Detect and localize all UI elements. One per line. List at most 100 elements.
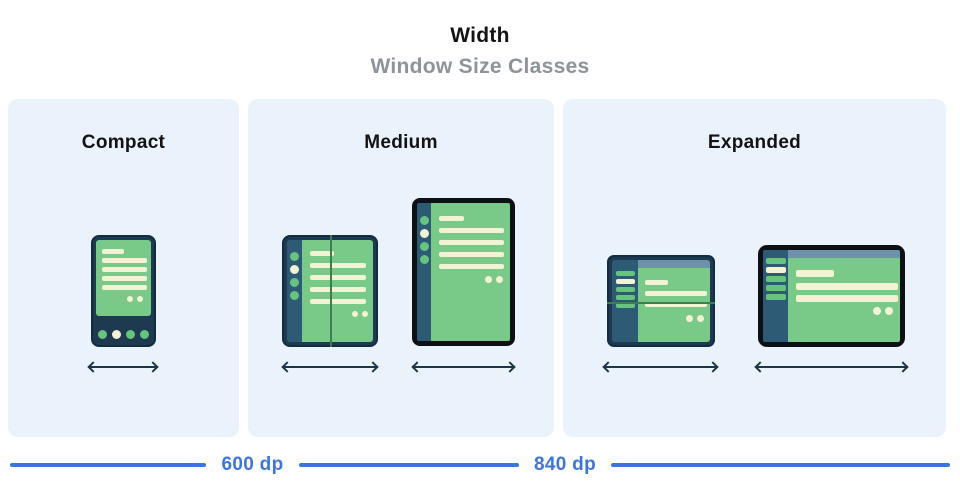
rail-dot [290, 291, 299, 300]
page-title: Width [450, 24, 510, 47]
content-line [102, 249, 124, 254]
page-subtitle: Window Size Classes [370, 55, 590, 78]
panel-compact-title: Compact [81, 132, 166, 153]
phone-device [91, 235, 156, 347]
ruler-line [10, 463, 206, 467]
content-line [439, 240, 504, 245]
panel-medium: Medium [248, 99, 554, 437]
rail-item [765, 285, 786, 291]
dot [137, 296, 143, 302]
dot [127, 296, 133, 302]
arrow-shaft [414, 366, 513, 368]
nav-rail [287, 240, 302, 342]
dot [697, 315, 704, 322]
rail-dot [419, 242, 429, 251]
dot [485, 276, 492, 283]
rail-dot [290, 265, 299, 274]
content-line [439, 216, 464, 221]
breakpoint-840dp-label: 840 dp [534, 454, 596, 475]
ruler-line [611, 463, 950, 467]
arrow-shaft [90, 366, 156, 368]
content-line [439, 228, 504, 233]
panel-compact: Compact [8, 99, 239, 437]
width-arrow-icon [87, 361, 159, 373]
rail-item [615, 279, 635, 284]
dot [362, 311, 368, 317]
width-arrow-icon [754, 361, 909, 373]
arrow-head-left [87, 361, 99, 373]
app-top-bar [788, 250, 900, 258]
content-line [102, 276, 147, 281]
arrow-head-right [504, 361, 516, 373]
device-screen [302, 240, 373, 342]
dot [352, 311, 358, 317]
content-line [310, 275, 366, 280]
dot [885, 307, 893, 315]
device-screen [638, 268, 710, 342]
content-line [645, 291, 707, 296]
content-line [796, 270, 834, 277]
foldable-flat-landscape-device [607, 255, 715, 347]
ruler-line [299, 463, 519, 467]
content-line [439, 264, 504, 269]
content-line [645, 302, 707, 307]
breakpoint-ruler: 600 dp 840 dp [0, 450, 960, 480]
nav-rail [612, 260, 638, 342]
content-dots [439, 276, 503, 283]
dot [873, 307, 881, 315]
rail-dot [419, 255, 429, 264]
content-line [796, 283, 898, 290]
arrow-head-right [367, 361, 379, 373]
content-line [102, 267, 147, 272]
width-arrow-icon [281, 361, 379, 373]
foldable-open-device [282, 235, 378, 347]
arrow-head-left [602, 361, 614, 373]
fold-crease [607, 302, 715, 304]
device-main [638, 260, 710, 342]
arrow-shaft [757, 366, 906, 368]
panel-expanded-title: Expanded [707, 132, 802, 153]
nav-rail [763, 250, 788, 342]
arrow-head-left [411, 361, 423, 373]
tablet-portrait-device [412, 198, 515, 346]
arrow-head-left [754, 361, 766, 373]
rail-item [765, 258, 786, 264]
content-line [310, 287, 366, 292]
arrow-head-right [707, 361, 719, 373]
content-line [310, 299, 366, 304]
nav-dot [98, 330, 107, 339]
width-arrow-icon [411, 361, 516, 373]
rail-dot [290, 278, 299, 287]
device-screen [96, 240, 151, 316]
nav-dot [140, 330, 149, 339]
rail-dot [290, 252, 299, 261]
content-line [796, 295, 898, 302]
dot [686, 315, 693, 322]
nav-dot [112, 330, 121, 339]
rail-item [615, 287, 635, 292]
content-dots [796, 307, 893, 315]
content-line [310, 263, 366, 268]
dot [496, 276, 503, 283]
rail-item [765, 294, 786, 300]
content-dots [645, 315, 704, 322]
fold-crease [330, 235, 332, 347]
breakpoint-600dp-label: 600 dp [221, 454, 284, 475]
rail-item [615, 303, 635, 308]
arrow-head-left [281, 361, 293, 373]
panel-expanded: Expanded [563, 99, 946, 437]
nav-dot [126, 330, 135, 339]
panel-medium-title: Medium [364, 132, 438, 153]
device-screen [431, 203, 510, 341]
arrow-head-right [897, 361, 909, 373]
content-line [310, 251, 334, 256]
nav-rail [417, 203, 431, 341]
rail-item [765, 267, 786, 273]
rail-dot [419, 229, 429, 238]
rail-dot [419, 216, 429, 225]
rail-item [615, 295, 635, 300]
rail-item [765, 276, 786, 282]
tablet-landscape-device [758, 245, 905, 347]
content-dots [102, 296, 143, 302]
device-main [788, 250, 900, 342]
